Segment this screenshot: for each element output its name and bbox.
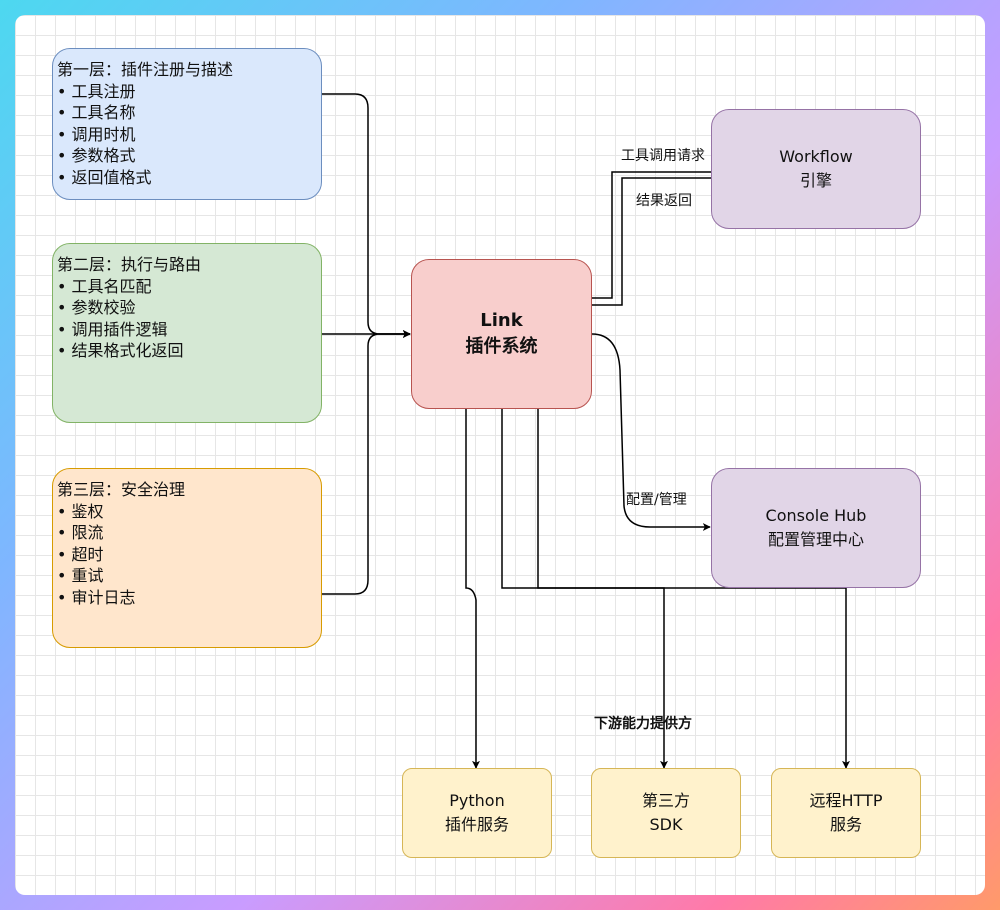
layer3-box: 第三层：安全治理 • 鉴权 • 限流 • 超时 • 重试 • 审计日志: [52, 468, 322, 648]
layer2-item: • 工具名匹配: [57, 276, 152, 296]
console-hub-box: Console Hub 配置管理中心: [711, 468, 921, 588]
layer1-item: • 工具注册: [57, 81, 136, 101]
workflow-line1: Workflow: [779, 147, 853, 166]
layer2-title: 第二层：执行与路由: [57, 255, 202, 274]
label-result-return: 结果返回: [636, 193, 692, 209]
core-title-line1: Link: [480, 310, 523, 331]
layer3-item: • 审计日志: [57, 587, 136, 607]
layer3-item: • 超时: [57, 544, 104, 564]
workflow-box: Workflow 引擎: [711, 109, 921, 229]
layer2-item: • 参数校验: [57, 298, 136, 317]
connector-core-python: [465, 408, 480, 769]
provider-http-line2: 服务: [829, 815, 862, 834]
connector-core-http: [537, 408, 850, 769]
connector-layer3-core: [322, 330, 411, 595]
provider-http-box: 远程HTTP 服务: [771, 768, 921, 858]
connector-core-workflow-2: [592, 177, 711, 306]
layer1-item: • 参数格式: [57, 146, 136, 165]
provider-sdk-box: 第三方 SDK: [591, 768, 741, 858]
label-tool-request: 工具调用请求: [621, 148, 705, 164]
console-line1: Console Hub: [765, 506, 867, 525]
label-downstream: 下游能力提供方: [594, 716, 692, 732]
layer1-item: • 工具名称: [57, 103, 136, 122]
layer1-item: • 返回值格式: [57, 167, 152, 187]
layer2-item: • 结果格式化返回: [57, 341, 184, 360]
provider-python-line2: 插件服务: [444, 815, 509, 834]
layer3-title: 第三层：安全治理: [57, 480, 186, 499]
workflow-line2: 引擎: [799, 171, 832, 190]
provider-sdk-line1: 第三方: [641, 791, 690, 810]
provider-sdk-line2: SDK: [649, 815, 683, 834]
console-line2: 配置管理中心: [767, 530, 864, 549]
layer1-box: 第一层：插件注册与描述 • 工具注册 • 工具名称 • 调用时机 • 参数格式 …: [52, 48, 322, 200]
provider-python-line1: Python: [449, 791, 505, 810]
link-core-box: Link 插件系统: [411, 259, 592, 409]
layer1-title: 第一层：插件注册与描述: [57, 60, 234, 79]
layer3-item: • 鉴权: [57, 501, 104, 521]
core-title-line2: 插件系统: [465, 336, 538, 357]
connector-layer1-core: [322, 93, 411, 338]
connector-core-workflow-1: [592, 171, 711, 299]
layer3-item: • 重试: [57, 566, 104, 585]
provider-http-line1: 远程HTTP: [809, 791, 883, 810]
layer3-item: • 限流: [57, 523, 104, 542]
provider-python-box: Python 插件服务: [402, 768, 552, 858]
layer1-item: • 调用时机: [57, 124, 136, 144]
connector-core-console: [591, 333, 711, 531]
layer2-box: 第二层：执行与路由 • 工具名匹配 • 参数校验 • 调用插件逻辑 • 结果格式…: [52, 243, 322, 423]
label-config-manage: 配置/管理: [626, 492, 687, 508]
layer2-item: • 调用插件逻辑: [57, 319, 168, 339]
